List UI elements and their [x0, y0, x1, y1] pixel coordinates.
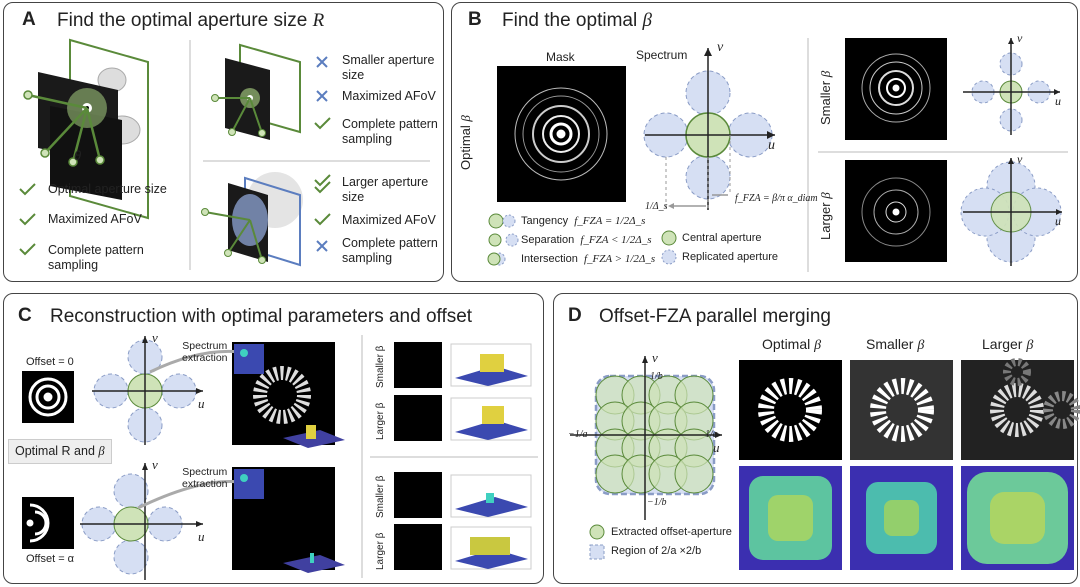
recon-smaller-bottom — [394, 472, 442, 518]
optimal-box: Optimal R and β — [8, 439, 112, 464]
mask-assembly-larger — [201, 172, 303, 267]
a-left-item-2: Maximized AFoV — [48, 212, 142, 226]
legend-icons-b — [487, 213, 677, 266]
mask-label: Mask — [546, 50, 575, 64]
offset-aperture-grid — [595, 375, 714, 494]
a-rt-item-2: Maximized AFoV — [342, 89, 436, 103]
spectrum-smaller — [963, 38, 1060, 135]
d-tick-right: 1/a — [705, 429, 718, 440]
fza-pattern-larger — [861, 177, 931, 247]
spectrum-extraction-bottom: Spectrum extraction — [182, 466, 228, 490]
d-col-smaller: Smaller β — [866, 336, 925, 353]
theta-label-a: θ — [74, 148, 82, 163]
a-rb-item-2: Maximized AFoV — [342, 213, 436, 227]
d-col-larger: Larger β — [982, 336, 1034, 353]
d-legend-extracted: Extracted offset-aperture — [611, 526, 732, 538]
panel-c-title: Reconstruction with optimal parameters a… — [50, 306, 473, 327]
panel-b-label: B — [468, 9, 482, 30]
fza-pattern-smaller — [861, 53, 931, 123]
legend-separation: Separation f_FZA < 1/2Δ_s — [521, 234, 652, 246]
ffza-formula: f_FZA = β/π α_diam — [735, 193, 818, 204]
fza-pattern-optimal — [514, 87, 608, 181]
spectrum-label: Spectrum — [636, 48, 688, 62]
d-star-optimal — [739, 360, 842, 460]
panel-d-label: D — [568, 305, 582, 326]
b-axis-v-small: v — [1017, 31, 1023, 45]
d-star-smaller — [850, 360, 953, 460]
recon-larger-bottom — [394, 524, 442, 570]
d-legend-region: Region of 2/a ×2/b — [611, 545, 702, 557]
a-rt-item-3: Complete pattern sampling — [342, 117, 438, 146]
b-axis-v-large: v — [1017, 152, 1023, 166]
a-left-item-3: Complete pattern sampling — [48, 243, 144, 272]
legend-replicated-aperture: Replicated aperture — [682, 251, 779, 263]
c-axis-v-top: v — [152, 330, 158, 345]
d-axis-v: v — [652, 350, 658, 365]
recon-smaller-top — [394, 342, 442, 388]
panel-d-title: Offset-FZA parallel merging — [599, 306, 831, 327]
b-axis-v: v — [717, 40, 724, 55]
mask-assembly-smaller — [211, 43, 301, 140]
panel-a-label: A — [22, 9, 36, 30]
offset-alpha-label: Offset = α — [26, 553, 75, 565]
b-axis-u-large: u — [1055, 214, 1061, 228]
a-left-item-1: Optimal aperture size — [48, 182, 167, 196]
d-tick-bottom: −1/b — [647, 497, 667, 508]
panel-b-title: Find the optimal β — [502, 10, 652, 31]
panel-c-label: C — [18, 305, 32, 326]
spectrum-extraction-top: Spectrum extraction — [182, 340, 228, 364]
panel-a-title: Find the optimal aperture size R — [57, 10, 325, 31]
siemens-star-c-top — [253, 366, 311, 424]
spectrum-c-top — [92, 336, 203, 445]
c-axis-u-bottom: u — [198, 529, 205, 544]
b-axis-u-small: u — [1055, 94, 1061, 108]
spectrum-c-bottom — [80, 463, 203, 580]
b-axis-u: u — [768, 138, 775, 153]
spectrum-optimal — [643, 48, 775, 210]
surface-plots-right — [450, 343, 532, 570]
d-star-larger — [961, 360, 1074, 460]
spectrum-larger — [960, 158, 1062, 266]
d-tick-left: −1/a — [568, 429, 588, 440]
a-rt-item-1: Smaller aperture size — [342, 53, 435, 82]
a-rb-item-3: Complete pattern sampling — [342, 236, 438, 265]
delta-label: 1/Δ_s — [645, 201, 668, 212]
offset-zero-label: Offset = 0 — [26, 356, 74, 368]
a-rb-item-1: Larger aperture size — [342, 175, 429, 204]
d-axis-u: u — [713, 440, 720, 455]
legend-tangency: Tangency f_FZA = 1/2Δ_s — [521, 215, 646, 227]
c-axis-u-top: u — [198, 396, 205, 411]
c-axis-v-bottom: v — [152, 457, 158, 472]
mask-assembly-optimal — [23, 38, 149, 220]
check-marks-a — [19, 56, 331, 256]
d-tick-top: 1/b — [650, 371, 663, 382]
recon-larger-top — [394, 395, 442, 441]
d-col-optimal: Optimal β — [762, 336, 822, 353]
legend-intersection: Intersection f_FZA > 1/2Δ_s — [521, 253, 656, 265]
legend-central-aperture: Central aperture — [682, 232, 762, 244]
